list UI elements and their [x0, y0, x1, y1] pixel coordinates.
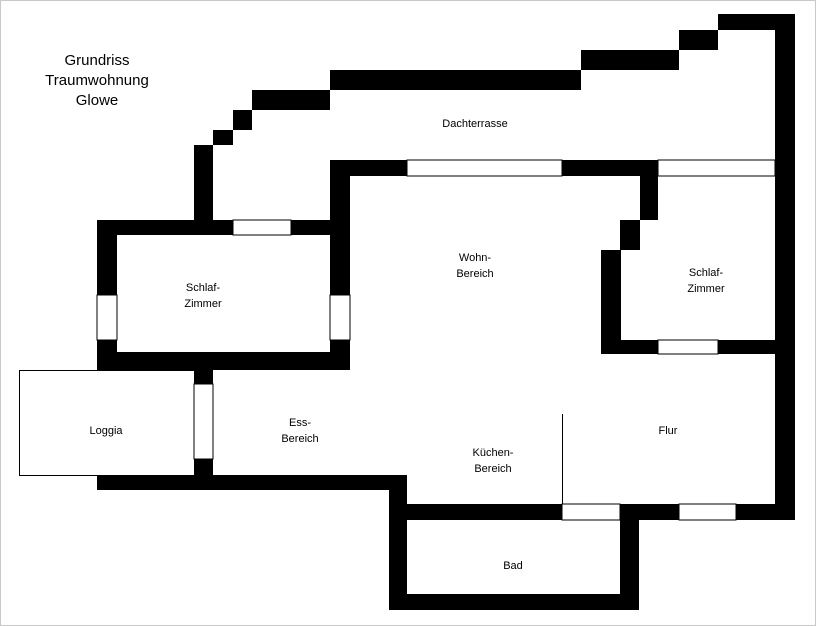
room-label-loggia: Loggia — [89, 425, 123, 437]
room-label-kuechen-line1: Küchen- — [473, 447, 514, 459]
right-outer-wall — [775, 14, 795, 520]
room-label-flur: Flur — [659, 425, 678, 437]
room-label-dachterrasse: Dachterrasse — [442, 118, 507, 130]
loggia-outline — [19, 370, 195, 476]
room-label-schlaf-right-line2: Zimmer — [687, 283, 725, 295]
plan-title-line1: Grundriss — [64, 52, 129, 69]
plan-title-line2: Traumwohnung — [45, 72, 149, 89]
plan-title-line3: Glowe — [76, 92, 119, 109]
room-label-bad: Bad — [503, 560, 523, 572]
room-label-wohn-line1: Wohn- — [459, 252, 492, 264]
room-label-schlaf-right-line1: Schlaf- — [689, 267, 724, 279]
terrace-outline — [194, 14, 795, 220]
living-window-top — [406, 159, 563, 177]
room-label-ess-line2: Bereich — [281, 433, 318, 445]
left-bedroom-window-left — [96, 294, 118, 341]
left-bedroom-window-right — [329, 294, 351, 341]
room-label-wohn-line2: Bereich — [456, 268, 493, 280]
left-bedroom-walls — [97, 220, 350, 370]
room-label-ess-line1: Ess- — [289, 417, 311, 429]
room-label-schlaf-left-line2: Zimmer — [184, 298, 222, 310]
room-label-kuechen-line2: Bereich — [474, 463, 511, 475]
bathroom-door — [561, 503, 621, 521]
right-bedroom-window-top — [657, 159, 776, 177]
right-bedroom-door — [657, 339, 719, 355]
left-bedroom-window-top — [232, 219, 292, 236]
bathroom-walls — [389, 504, 639, 610]
hall-window-bottom — [678, 503, 737, 521]
room-label-schlaf-left-line1: Schlaf- — [186, 282, 221, 294]
loggia-door — [193, 383, 214, 460]
right-bedroom-walls — [601, 160, 795, 354]
